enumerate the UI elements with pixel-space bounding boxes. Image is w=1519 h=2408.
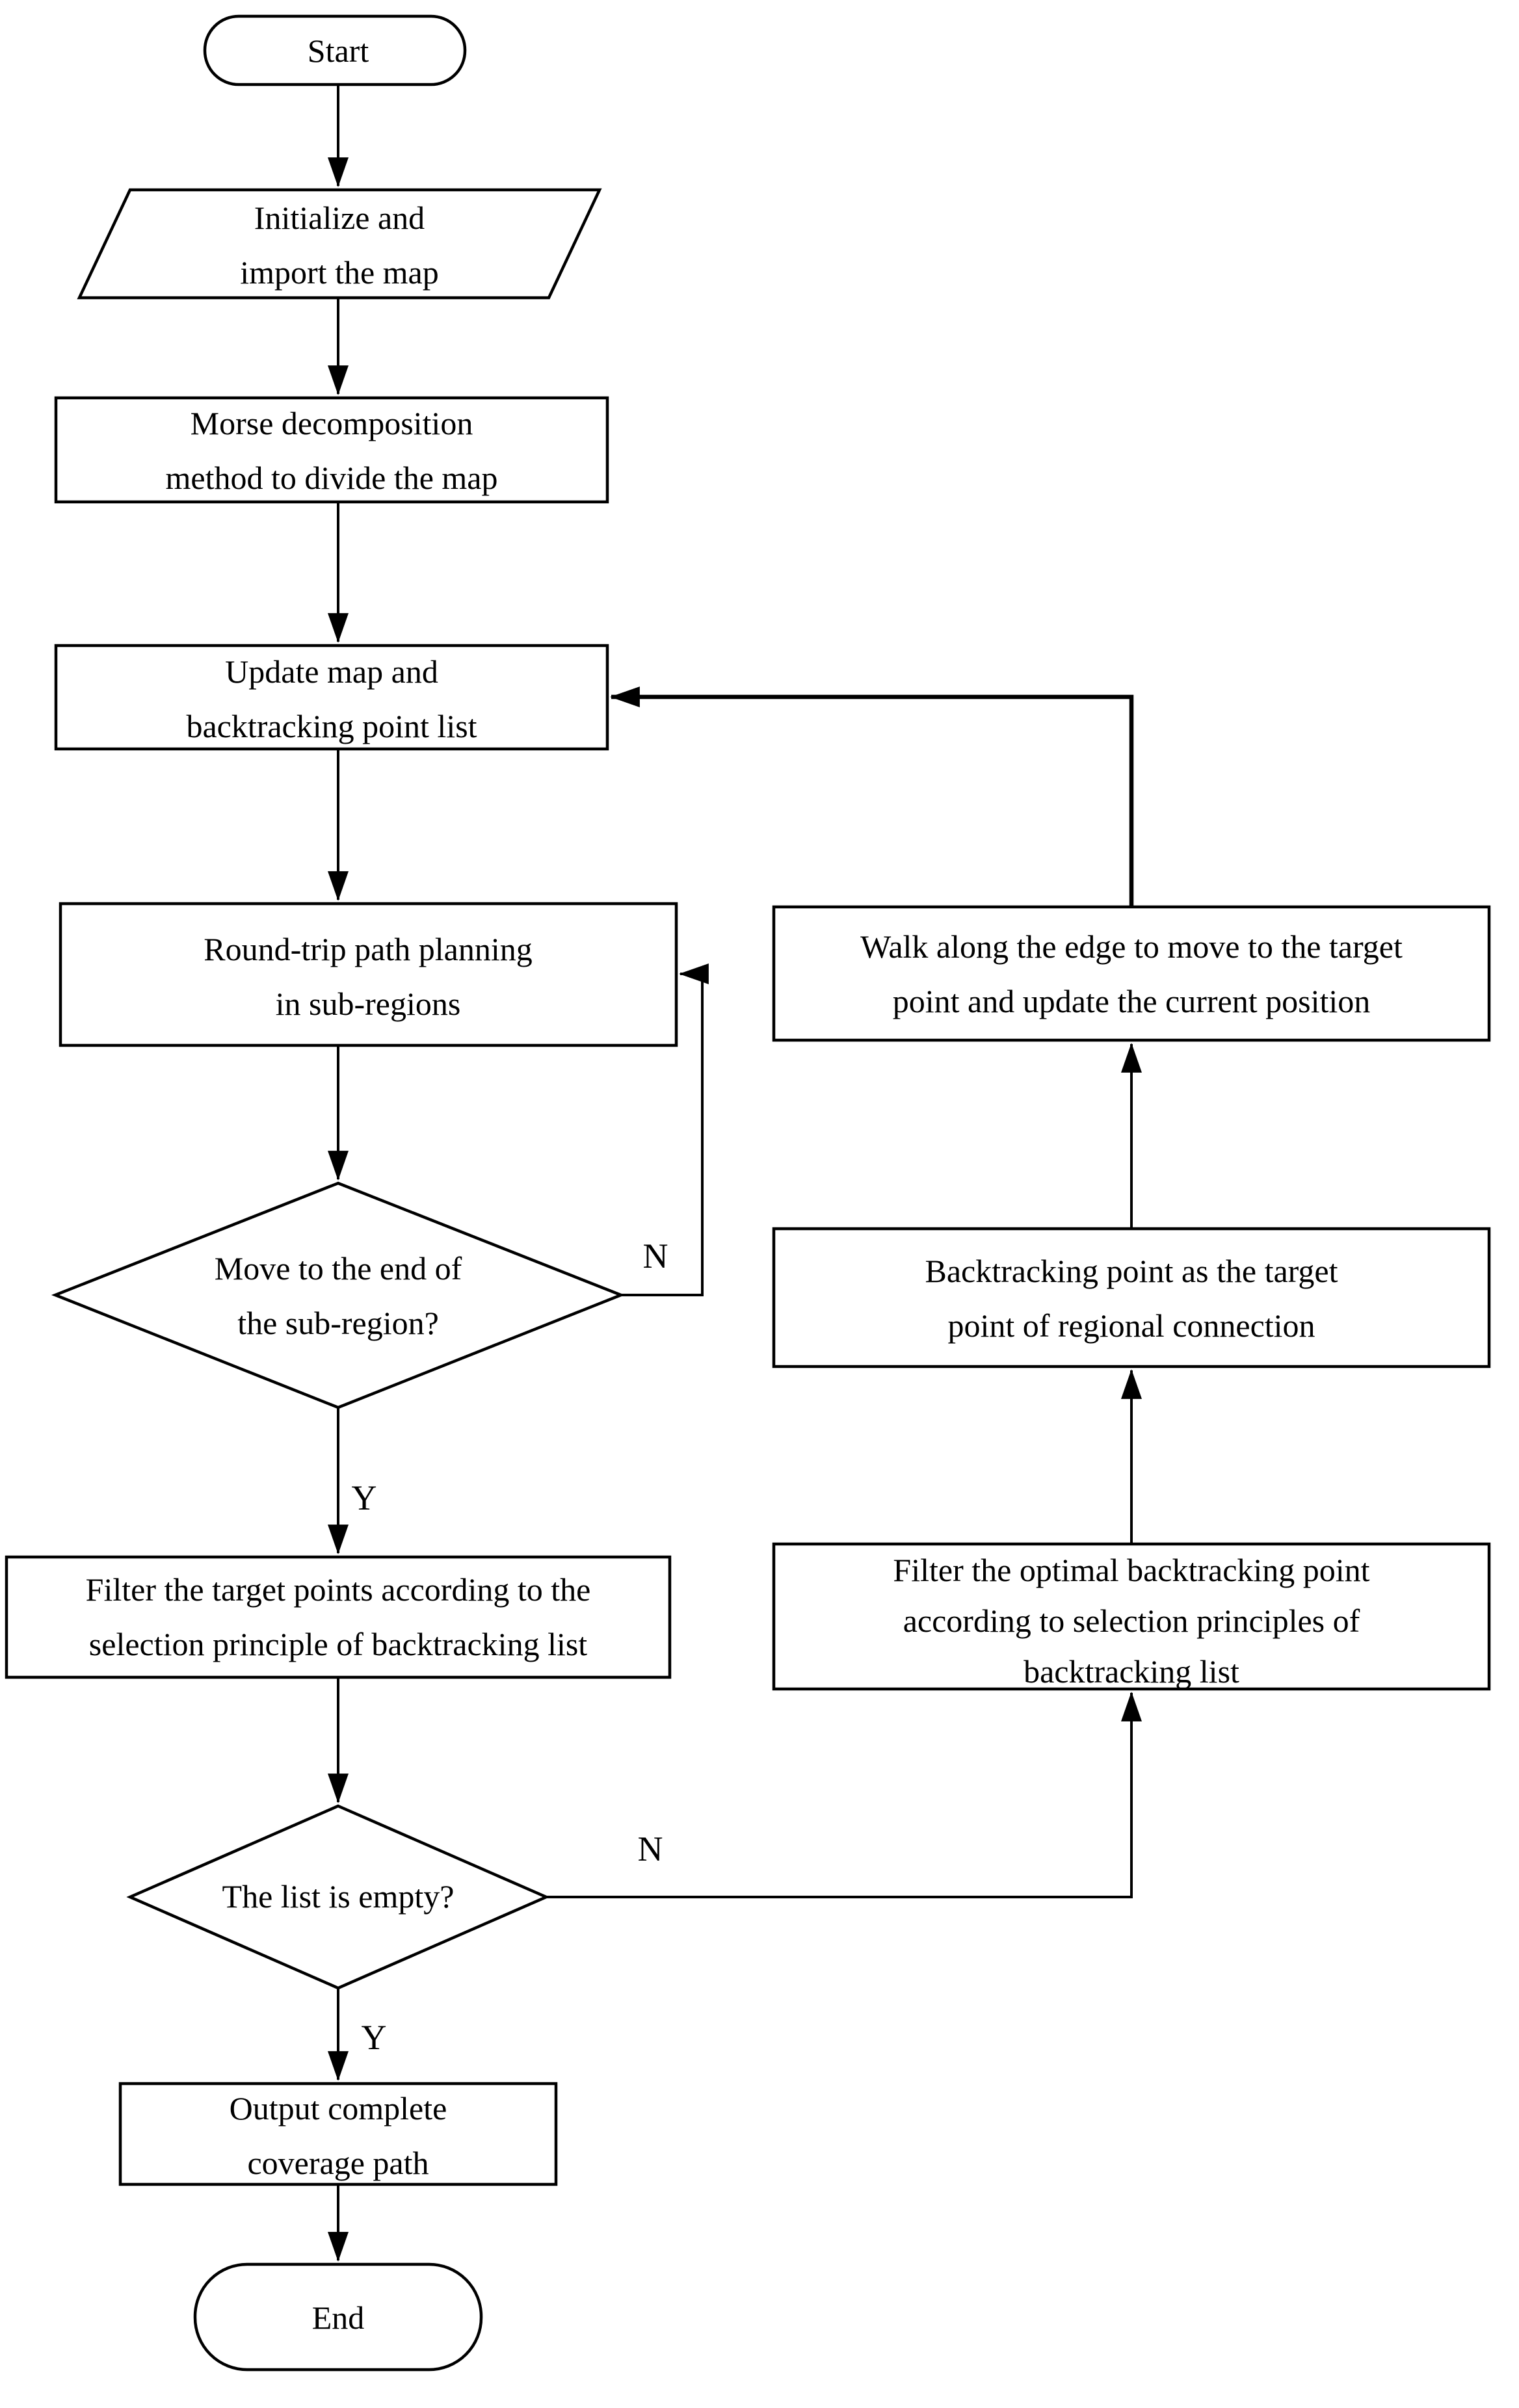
init-parallelogram [77,188,602,300]
filter-optimal-label-line2: according to selection principles of [903,1603,1360,1639]
roundtrip-label-line1: Round-trip path planning [204,931,533,967]
decision-list-empty-diamond [126,1804,550,1990]
decision-subregion-label-line2: the sub-region? [237,1305,439,1341]
start-label: Start [308,33,369,69]
walk-label-line1: Walk along the edge to move to the targe… [860,928,1403,965]
filter-optimal-process-box [772,1542,1491,1691]
update-label-line1: Update map and [225,653,438,690]
edge-walk-feedback-to-update [610,687,1134,907]
filter-target-process-box [5,1555,672,1679]
decision-subregion-yes-label: Y [352,1478,377,1517]
morse-process-box [54,396,609,504]
walk-label-line2: point and update the current position [893,983,1371,1019]
morse-label-line1: Morse decomposition [191,405,473,441]
roundtrip-process-box [59,902,678,1047]
update-label-line2: backtracking point list [186,708,477,744]
filter-optimal-label-line3: backtracking list [1024,1653,1239,1690]
filter-target-label-line1: Filter the target points according to th… [86,1571,591,1608]
output-label-line1: Output complete [230,2090,447,2127]
backtrack-point-label-line2: point of regional connection [947,1307,1315,1344]
end-label: End [312,2299,365,2336]
decision-list-empty-no-label: N [638,1829,663,1868]
decision-list-empty-yes-label: Y [362,2018,387,2057]
end-terminator [193,2262,483,2372]
filter-optimal-label-line1: Filter the optimal backtracking point [893,1552,1369,1588]
decision-subregion-no-label: N [643,1237,668,1276]
start-terminator [203,14,467,86]
edge-decision-subregion-no-loopback [621,963,709,1296]
roundtrip-label-line2: in sub-regions [276,986,461,1022]
decision-subregion-diamond [51,1181,626,1409]
filter-target-label-line2: selection principle of backtracking list [89,1626,588,1662]
walk-process-box [772,905,1491,1042]
decision-subregion-label-line1: Move to the end of [215,1250,462,1287]
morse-label-line2: method to divide the map [165,460,497,496]
update-process-box [54,644,609,751]
backtrack-point-label-line1: Backtracking point as the target [925,1253,1338,1289]
output-label-line2: coverage path [247,2145,429,2181]
init-label-line1: Initialize and [254,200,425,236]
init-label-line2: import the map [240,254,439,291]
backtrack-point-process-box [772,1227,1491,1368]
output-process-box [118,2082,558,2186]
edge-decision-list-empty-no-to-filter-optimal [546,1692,1142,1898]
decision-list-empty-label: The list is empty? [222,1878,455,1915]
